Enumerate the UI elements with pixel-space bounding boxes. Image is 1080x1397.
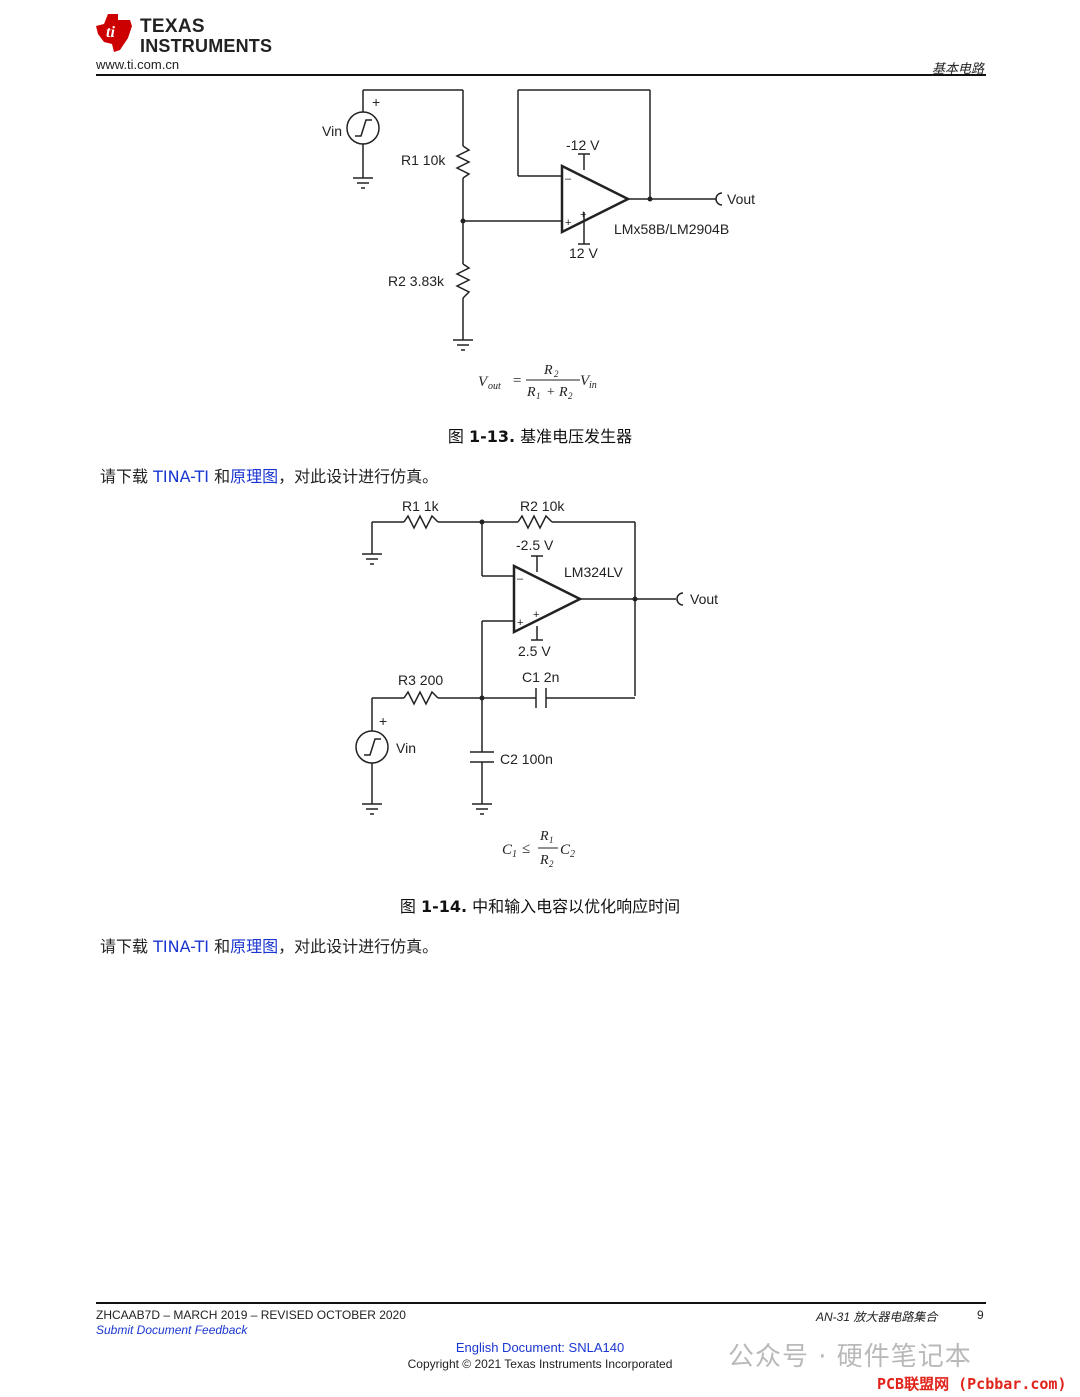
schematic-link-2[interactable]: 原理图 — [230, 937, 279, 956]
supply-plus-mark: + — [580, 209, 586, 221]
doc-title: AN-31 放大器电路集合 — [816, 1310, 938, 1324]
opamp-label: LMx58B/LM2904B — [614, 221, 729, 237]
opamp-label-2: LM324LV — [564, 564, 624, 580]
tina-ti-link-1[interactable]: TINA-TI — [153, 467, 209, 486]
equation-c1: C 1 ≤ R 1 R 2 C 2 — [502, 829, 575, 869]
c2-label: C2 100n — [500, 751, 553, 767]
svg-text:2: 2 — [568, 391, 573, 401]
schematic-link-1[interactable]: 原理图 — [230, 467, 279, 486]
logo-text-line2: INSTRUMENTS — [140, 36, 273, 56]
equation-vout: V out = R 2 R 1 + R 2 V in — [478, 363, 597, 401]
svg-text:=: = — [512, 373, 522, 389]
r1-resistor — [455, 145, 471, 179]
simulation-paragraph-2: 请下载 TINA-TI 和原理图，对此设计进行仿真。 — [100, 937, 439, 956]
vout-label-2: Vout — [690, 591, 718, 607]
svg-text:1: 1 — [512, 849, 517, 860]
r2-resistor — [455, 263, 471, 299]
r1-resistor-2 — [403, 514, 439, 530]
page-number: 9 — [977, 1308, 984, 1322]
svg-text:ti: ti — [106, 24, 115, 41]
watermark-text: 公众号 · 硬件笔记本 — [728, 1342, 972, 1372]
opamp-triangle — [560, 163, 631, 235]
svg-text:C: C — [560, 842, 571, 858]
figure-1-14-schematic: R1 1k R2 10k -2.5 V LM324LV Vout 2.5 V R… — [355, 498, 718, 815]
watermark-badge: PCB联盟网 (Pcbbar.com) — [877, 1373, 1067, 1394]
vpos-label-2: 2.5 V — [518, 643, 551, 659]
figure-1-13-caption: 图 1-13. 基准电压发生器 — [447, 427, 633, 446]
vin-plus-label-2: + — [379, 713, 387, 729]
noninverting-input-mark-2: + — [517, 617, 523, 629]
ti-logo-icon: ti — [96, 14, 132, 52]
simulation-paragraph-1: 请下载 TINA-TI 和原理图，对此设计进行仿真。 — [100, 467, 439, 486]
vneg-label: -12 V — [566, 137, 600, 153]
svg-text:1: 1 — [549, 835, 554, 845]
r1-label-2: R1 1k — [402, 498, 440, 514]
feedback-link[interactable]: Submit Document Feedback — [96, 1323, 248, 1337]
ti-logo: ti — [94, 12, 284, 58]
svg-text:R: R — [558, 385, 568, 400]
svg-text:+: + — [546, 385, 555, 400]
supply-plus-mark-2: + — [533, 609, 539, 621]
svg-text:2: 2 — [570, 849, 575, 860]
tina-ti-link-2[interactable]: TINA-TI — [153, 937, 209, 956]
vin-plus-label: + — [372, 94, 380, 110]
c1-label: C1 2n — [522, 669, 559, 685]
svg-text:1: 1 — [536, 391, 541, 401]
footer-rule — [96, 1302, 986, 1304]
vpos-label: 12 V — [569, 245, 598, 261]
svg-text:V: V — [580, 373, 591, 389]
svg-text:V: V — [478, 374, 489, 390]
svg-text:2: 2 — [549, 859, 554, 869]
svg-text:R: R — [539, 853, 549, 868]
svg-text:≤: ≤ — [522, 841, 530, 857]
inverting-input-mark: – — [565, 173, 572, 185]
vneg-label-2: -2.5 V — [516, 537, 554, 553]
figure-1-13-schematic: + Vin R1 10k R2 3.83k -12 V 12 V LMx58B/… — [322, 89, 755, 351]
svg-text:C: C — [502, 842, 513, 858]
r2-resistor-2 — [517, 514, 553, 530]
site-url[interactable]: www.ti.com.cn — [96, 57, 180, 72]
svg-text:R: R — [543, 363, 553, 378]
r3-label: R3 200 — [398, 672, 443, 688]
doc-revision-line: ZHCAAB7D – MARCH 2019 – REVISED OCTOBER … — [96, 1308, 406, 1322]
logo-text-line1: TEXAS — [140, 16, 205, 37]
noninverting-input-mark: + — [565, 217, 571, 229]
svg-text:R: R — [539, 829, 549, 844]
figure-1-14-caption: 图 1-14. 中和输入电容以优化响应时间 — [399, 897, 681, 916]
copyright: Copyright © 2021 Texas Instruments Incor… — [407, 1357, 673, 1371]
svg-text:out: out — [488, 381, 501, 392]
vin-label: Vin — [322, 123, 342, 139]
vin-label-2: Vin — [396, 740, 416, 756]
r1-label: R1 10k — [401, 152, 446, 168]
r2-label-2: R2 10k — [520, 498, 565, 514]
r3-resistor — [403, 690, 439, 706]
header-rule — [96, 74, 986, 76]
vout-label: Vout — [727, 191, 755, 207]
svg-text:R: R — [526, 385, 536, 400]
r2-label: R2 3.83k — [388, 273, 445, 289]
opamp-triangle-2 — [512, 563, 583, 635]
english-doc-link[interactable]: English Document: SNLA140 — [455, 1340, 625, 1355]
inverting-input-mark-2: – — [517, 573, 524, 585]
svg-text:2: 2 — [554, 369, 559, 379]
svg-text:in: in — [589, 380, 597, 391]
section-title: 基本电路 — [931, 62, 984, 77]
